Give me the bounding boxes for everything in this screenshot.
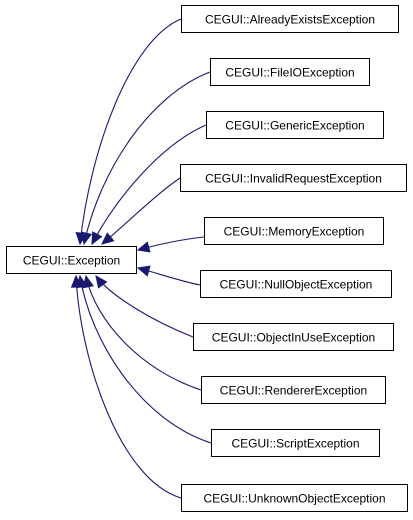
edge-renderer	[85, 275, 202, 391]
edge-object-in-use	[95, 275, 194, 338]
node-cegui-exception[interactable]: CEGUI::Exception	[6, 246, 137, 274]
node-null-object-exception[interactable]: CEGUI::NullObjectException	[200, 270, 392, 298]
edge-unknown-object	[75, 275, 182, 499]
node-label: CEGUI::NullObjectException	[220, 278, 373, 292]
node-unknown-object-exception[interactable]: CEGUI::UnknownObjectException	[181, 484, 408, 512]
node-already-exists-exception[interactable]: CEGUI::AlreadyExistsException	[181, 5, 399, 33]
inheritance-edges	[75, 18, 212, 499]
node-label: CEGUI::InvalidRequestException	[205, 172, 382, 186]
node-label: CEGUI::FileIOException	[225, 66, 354, 80]
edge-generic	[91, 124, 207, 245]
edge-script	[79, 275, 212, 444]
node-invalid-request-exception[interactable]: CEGUI::InvalidRequestException	[180, 164, 407, 192]
arrowhead-invalid-request	[101, 232, 115, 245]
node-label: CEGUI::ObjectInUseException	[212, 331, 375, 345]
node-label: CEGUI::ScriptException	[231, 437, 359, 451]
arrowhead-file-io	[80, 231, 93, 246]
edge-invalid-request	[101, 177, 181, 245]
node-label: CEGUI::Exception	[23, 254, 120, 268]
inheritance-arrowheads	[70, 231, 151, 289]
node-label: CEGUI::UnknownObjectException	[203, 492, 385, 506]
node-generic-exception[interactable]: CEGUI::GenericException	[206, 111, 384, 139]
node-file-io-exception[interactable]: CEGUI::FileIOException	[210, 58, 370, 86]
node-object-in-use-exception[interactable]: CEGUI::ObjectInUseException	[193, 323, 394, 351]
node-label: CEGUI::RendererException	[220, 384, 367, 398]
node-script-exception[interactable]: CEGUI::ScriptException	[211, 429, 380, 457]
arrowhead-null-object	[136, 265, 151, 277]
arrowhead-unknown-object	[70, 274, 83, 288]
arrowhead-object-in-use	[95, 275, 108, 289]
node-label: CEGUI::GenericException	[225, 119, 364, 133]
node-memory-exception[interactable]: CEGUI::MemoryException	[204, 217, 384, 245]
arrowhead-memory	[136, 241, 151, 253]
node-label: CEGUI::MemoryException	[224, 225, 365, 239]
edge-already-exists	[79, 18, 182, 245]
node-label: CEGUI::AlreadyExistsException	[205, 13, 375, 27]
arrowhead-generic	[91, 231, 103, 246]
edge-file-io	[83, 71, 211, 245]
node-renderer-exception[interactable]: CEGUI::RendererException	[201, 376, 386, 404]
